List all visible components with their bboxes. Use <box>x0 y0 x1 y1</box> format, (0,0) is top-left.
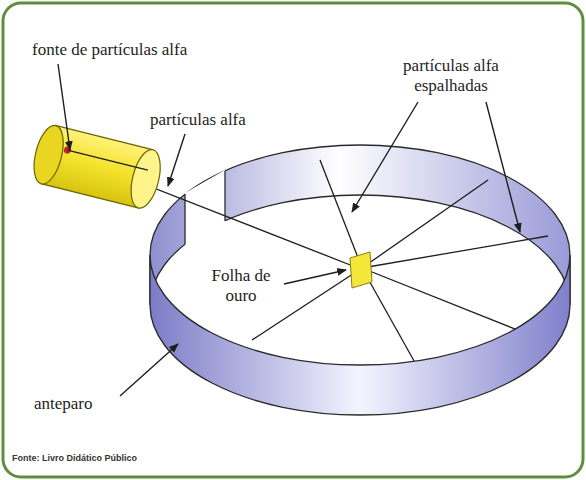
leader-lines <box>58 64 520 396</box>
screen-back-wall <box>150 145 570 305</box>
alpha-source <box>29 122 166 211</box>
foil-label: Folha de ouro <box>200 266 282 305</box>
source-label: fonte de partículas alfa <box>32 40 252 60</box>
frame <box>3 3 583 477</box>
scattered-label: partículas alfa espalhadas <box>366 56 536 95</box>
screen-label: anteparo <box>34 394 144 414</box>
source-credit: Fonte: Livro Didático Público <box>12 453 252 463</box>
beam-label: partículas alfa <box>150 110 280 130</box>
screen-front-wall <box>150 255 570 415</box>
gold-foil <box>350 252 372 288</box>
